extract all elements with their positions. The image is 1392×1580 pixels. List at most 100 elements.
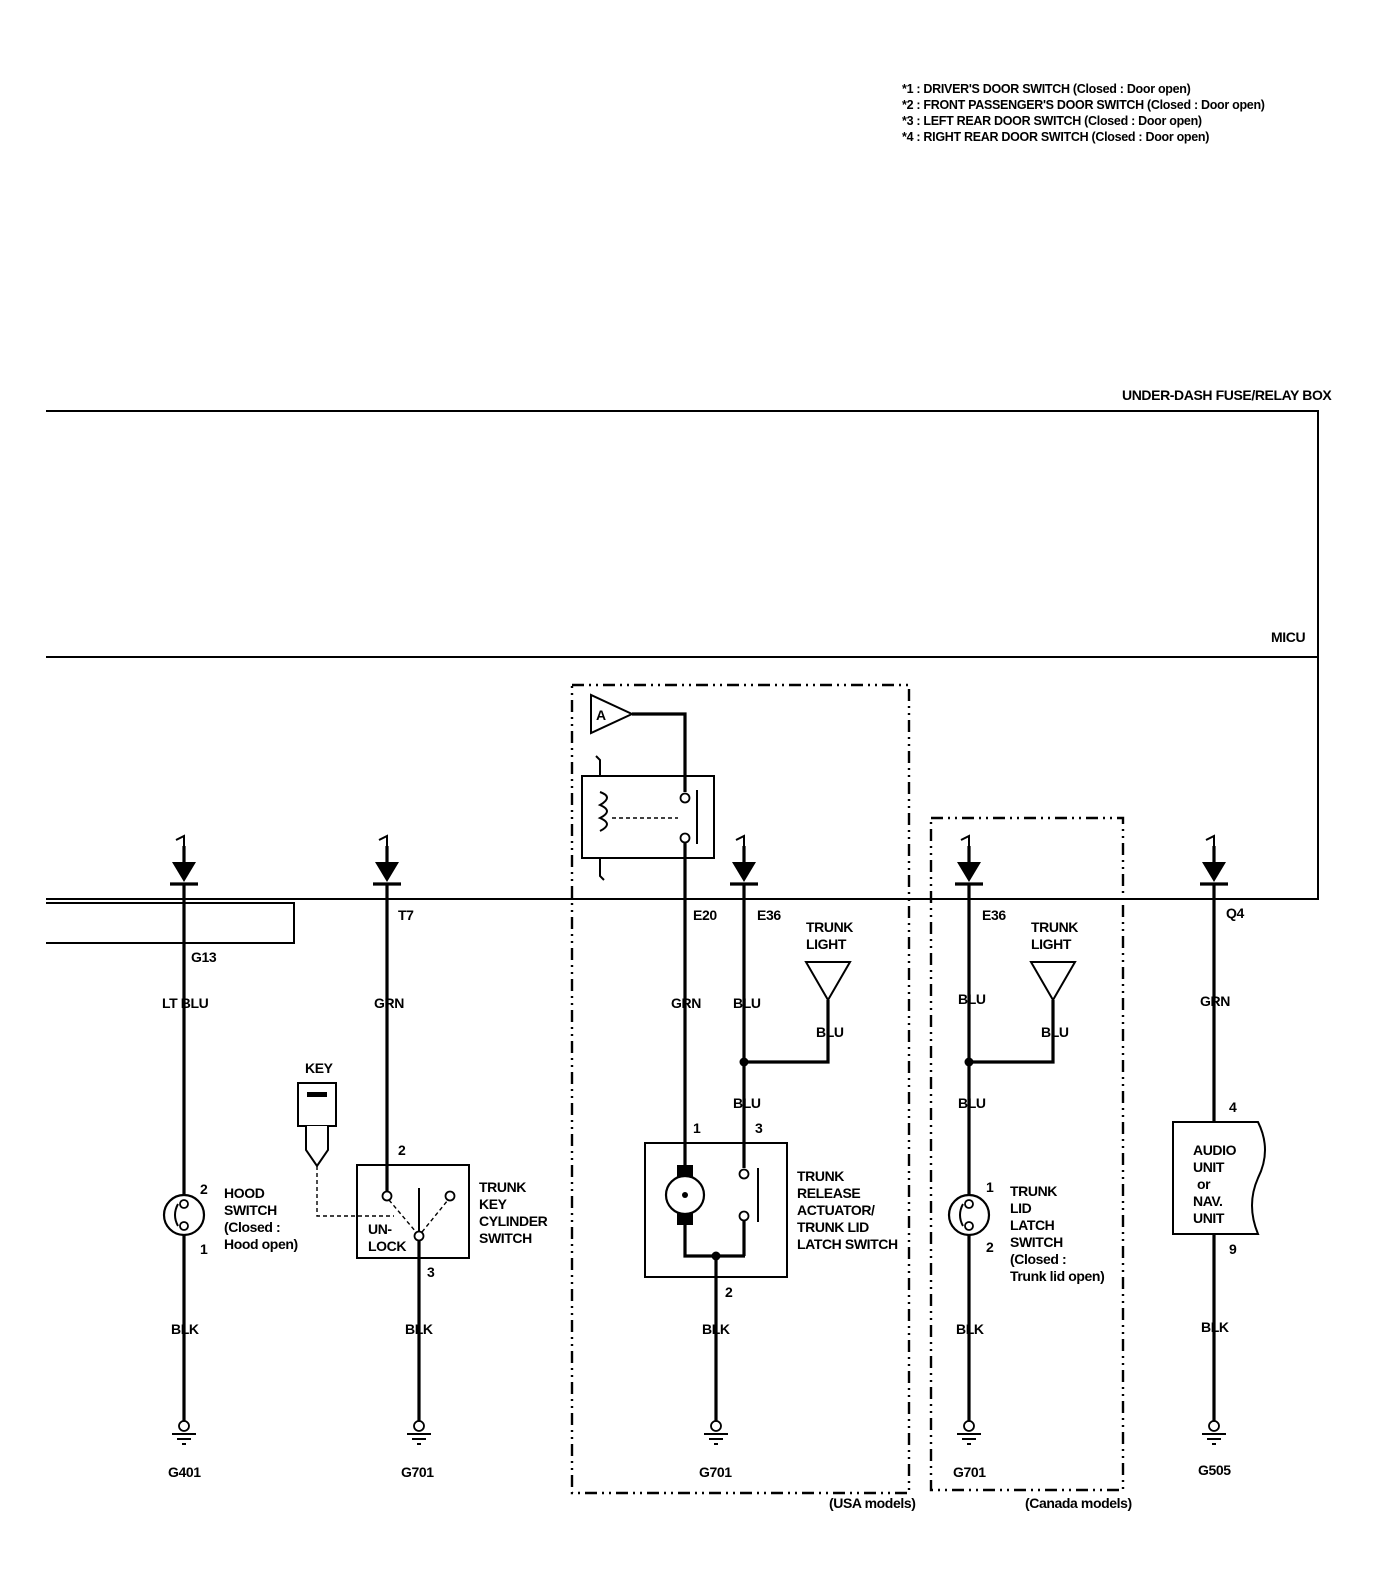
note-1: *1 : DRIVER'S DOOR SWITCH (Closed : Door… xyxy=(902,82,1191,96)
ground-g701-key-label: G701 xyxy=(401,1464,434,1480)
hood-switch-circuit: G13 LT BLU 2 1 HOOD SWITCH (Closed : Hoo… xyxy=(162,884,298,1422)
hood-switch-contact xyxy=(179,1221,189,1231)
key-cylinder-label-1: TRUNK xyxy=(479,1179,526,1195)
wire-color-audio-top: GRN xyxy=(1200,993,1230,1009)
actuator-label-4: TRUNK LID xyxy=(797,1219,869,1235)
terminal-g13: G13 xyxy=(191,949,217,965)
key-cylinder-label-3: CYLINDER xyxy=(479,1213,548,1229)
diode-markers xyxy=(170,834,1228,886)
micu-label: MICU xyxy=(1271,629,1305,645)
audio-label-3: or xyxy=(1197,1176,1211,1192)
wire-color-audio-bot: BLK xyxy=(1201,1319,1229,1335)
key-cylinder-switch-box xyxy=(356,1164,470,1259)
trunk-light-canada-label-1: TRUNK xyxy=(1031,919,1078,935)
wire-color-can-light: BLU xyxy=(1041,1024,1069,1040)
actuator-label-1: TRUNK xyxy=(797,1168,844,1184)
diode-g13 xyxy=(170,834,198,886)
audio-label-4: NAV. xyxy=(1193,1193,1223,1209)
hood-switch-symbol xyxy=(162,1193,206,1237)
wire-color-hood-top: LT BLU xyxy=(162,995,209,1011)
ground-g401: G401 xyxy=(168,1420,202,1480)
wire-color-can-bot: BLK xyxy=(956,1321,984,1337)
key-cylinder-label-4: SWITCH xyxy=(479,1230,532,1246)
diode-e36-usa xyxy=(730,834,758,886)
pin-hood-2: 2 xyxy=(200,1181,208,1197)
hood-switch-label-1: HOOD xyxy=(224,1185,265,1201)
latch-label-1: TRUNK xyxy=(1010,1183,1057,1199)
pin-latch-2: 2 xyxy=(986,1239,994,1255)
trunk-light-usa-symbol xyxy=(804,961,852,1002)
note-3: *3 : LEFT REAR DOOR SWITCH (Closed : Doo… xyxy=(902,114,1202,128)
terminal-q4: Q4 xyxy=(1226,905,1244,921)
actuator-label-2: RELEASE xyxy=(797,1185,860,1201)
canada-models-circuit: (Canada models) E36 BLU TRUNK LIGHT BLU … xyxy=(929,816,1132,1511)
connector-a-label: A xyxy=(596,707,606,723)
diode-e36-canada xyxy=(955,834,983,886)
pin-act-3: 3 xyxy=(755,1120,763,1136)
audio-unit-box xyxy=(1172,1121,1266,1235)
terminal-e20: E20 xyxy=(693,907,717,923)
fuse-box-label: UNDER-DASH FUSE/RELAY BOX xyxy=(1122,387,1332,403)
latch-label-5: (Closed : xyxy=(1010,1251,1066,1267)
audio-label-2: UNIT xyxy=(1193,1159,1225,1175)
wire-color-usa-light: BLU xyxy=(816,1024,844,1040)
key-cylinder-circuit: T7 GRN KEY 2 UN- LOCK 3 TRUNK KEY CYLIND… xyxy=(297,884,548,1422)
terminal-e36-canada: E36 xyxy=(982,907,1006,923)
fuse-relay-box: UNDER-DASH FUSE/RELAY BOX xyxy=(46,387,1333,900)
usa-models-circuit: (USA models) A E20 E36 GRN BLU TRUNK LIG… xyxy=(570,683,916,1511)
wire-color-hood-bot: BLK xyxy=(171,1321,199,1337)
ground-g701-usa: G701 xyxy=(699,1420,733,1480)
trunk-light-canada-symbol xyxy=(1029,961,1077,1002)
hood-switch-contact xyxy=(179,1199,189,1209)
pin-act-1: 1 xyxy=(693,1120,701,1136)
pin-act-2: 2 xyxy=(725,1284,733,1300)
latch-label-2: LID xyxy=(1010,1200,1032,1216)
trunk-light-usa-label-1: TRUNK xyxy=(806,919,853,935)
note-4: *4 : RIGHT REAR DOOR SWITCH (Closed : Do… xyxy=(902,130,1209,144)
ground-g505: G505 xyxy=(1198,1420,1232,1478)
latch-label-3: LATCH xyxy=(1010,1217,1055,1233)
hood-switch-label-2: SWITCH xyxy=(224,1202,277,1218)
ground-g401-label: G401 xyxy=(168,1464,201,1480)
terminal-e36-usa: E36 xyxy=(757,907,781,923)
key-label: KEY xyxy=(305,1060,334,1076)
pin-key-2: 2 xyxy=(398,1142,406,1158)
latch-label-6: Trunk lid open) xyxy=(1010,1268,1104,1284)
audio-label-1: AUDIO xyxy=(1193,1142,1237,1158)
micu-box: MICU xyxy=(46,629,1318,944)
usa-models-label: (USA models) xyxy=(829,1495,915,1511)
latch-label-4: SWITCH xyxy=(1010,1234,1063,1250)
note-2: *2 : FRONT PASSENGER'S DOOR SWITCH (Clos… xyxy=(902,98,1265,112)
wire-color-key-bot: BLK xyxy=(405,1321,433,1337)
usa-models-boundary xyxy=(570,683,911,1495)
key-icon xyxy=(297,1082,337,1127)
trunk-light-usa-label-2: LIGHT xyxy=(806,936,847,952)
relay-box xyxy=(581,775,715,859)
pin-hood-1: 1 xyxy=(200,1241,208,1257)
wire-color-usa-grn: GRN xyxy=(671,995,701,1011)
hood-switch-label-3: (Closed : xyxy=(224,1219,280,1235)
canada-models-label: (Canada models) xyxy=(1025,1495,1132,1511)
wire-color-usa-bot: BLK xyxy=(702,1321,730,1337)
wire-color-usa-blu2: BLU xyxy=(733,1095,761,1111)
ground-symbols: G401 G701 G701 G701 G505 xyxy=(168,1420,1232,1480)
unlock-label-1: UN- xyxy=(368,1221,392,1237)
actuator-label-3: ACTUATOR/ xyxy=(797,1202,875,1218)
hood-switch-label-4: Hood open) xyxy=(224,1236,298,1252)
actuator-label-5: LATCH SWITCH xyxy=(797,1236,898,1252)
audio-label-5: UNIT xyxy=(1193,1210,1225,1226)
diode-t7 xyxy=(373,834,401,886)
diode-q4 xyxy=(1200,834,1228,886)
ground-g701-canada: G701 xyxy=(953,1420,987,1480)
trunk-light-canada-label-2: LIGHT xyxy=(1031,936,1072,952)
ground-g701-key: G701 xyxy=(401,1420,435,1480)
wire-color-key-top: GRN xyxy=(374,995,404,1011)
pin-audio-4: 4 xyxy=(1229,1099,1237,1115)
audio-unit-circuit: Q4 GRN 4 AUDIO UNIT or NAV. UNIT 9 BLK xyxy=(1172,884,1266,1422)
pin-audio-9: 9 xyxy=(1229,1241,1237,1257)
connector-a xyxy=(590,693,635,735)
wire-color-can-blu2: BLU xyxy=(958,1095,986,1111)
ground-g701-usa-label: G701 xyxy=(699,1464,732,1480)
pin-latch-1: 1 xyxy=(986,1179,994,1195)
